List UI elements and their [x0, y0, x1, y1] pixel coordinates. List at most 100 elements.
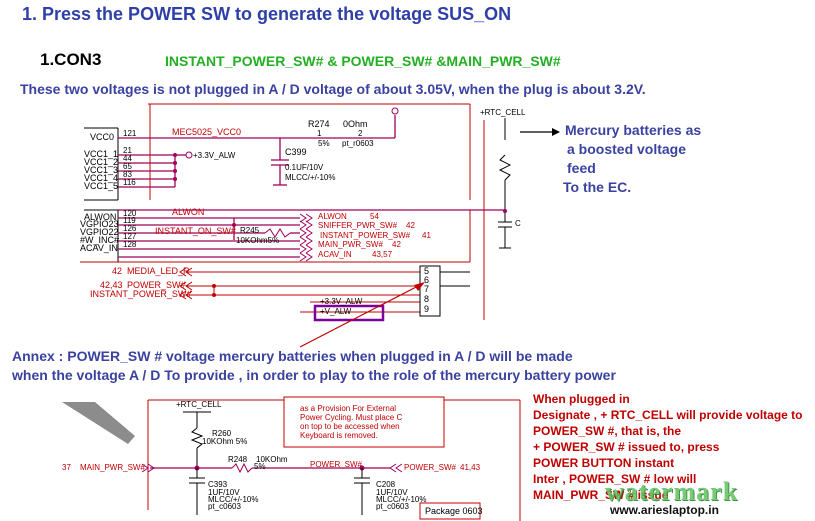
r260-ref: R260 — [212, 429, 232, 438]
provision-note-line: as a Provision For External — [300, 404, 397, 413]
pin-vcc1-1: VCC1_1 — [84, 149, 119, 159]
c399-type: MLCC/+/-10% — [285, 173, 336, 182]
out-power-sw-ref: 41,43 — [460, 463, 481, 472]
conn-pin-7: 7 — [424, 284, 430, 294]
net-mec5025: MEC5025_VCC0 — [172, 127, 242, 137]
mercury-note-line: feed — [567, 160, 596, 176]
cap-c-label: C — [515, 219, 521, 228]
signal-names: INSTANT_POWER_SW# & POWER_SW# &MAIN_PWR_… — [165, 53, 561, 69]
main-pwr-ref: 37 — [62, 463, 71, 472]
r274-pin2: 2 — [358, 129, 363, 138]
plugged-in-note-line: Designate , + RTC_CELL will provide volt… — [533, 408, 803, 422]
c208-type: MLCC/+/-10% — [376, 495, 427, 504]
pin-acav-in: ACAV_IN — [80, 243, 118, 253]
mercury-note-line: Mercury batteries as — [565, 122, 702, 138]
r274-pin1: 1 — [317, 129, 322, 138]
r274-package: pt_r0603 — [342, 139, 374, 148]
net-rtc-cell-top: +RTC_CELL — [480, 108, 526, 117]
c393-value: 1UF/10V — [208, 488, 240, 497]
power-sw-ref: 42,43 — [100, 280, 123, 290]
pin-vcc1-3: VCC1_3 — [84, 165, 119, 175]
r260-value: 10KOhm 5% — [202, 437, 248, 446]
connector-label: 1.CON3 — [40, 50, 102, 69]
pin-vcc1-5: VCC1_5 — [84, 181, 119, 191]
plugged-in-note-line: POWER_SW #, that is, the — [533, 424, 682, 438]
pin-vgpio22: VGPIO22 — [80, 227, 119, 237]
net-media-led: MEDIA_LED_R — [127, 266, 190, 276]
net-rtc-cell-bottom: +RTC_CELL — [176, 400, 222, 409]
c393-type: MLCC/+/-10% — [208, 495, 259, 504]
website-url: www.arieslaptop.in — [610, 503, 719, 517]
pin-num-128: 128 — [123, 240, 137, 249]
net-v-alw: +V_ALW — [320, 307, 352, 316]
net-power-sw-bottom: POWER_SW# — [310, 460, 363, 469]
c393-ref: C393 — [208, 480, 228, 489]
mercury-note-line: To the EC. — [563, 179, 632, 195]
watermark: watermark — [605, 477, 739, 506]
r248-ref: R248 — [228, 455, 248, 464]
r274-tolerance: 5% — [318, 139, 330, 148]
out-alwon: ALWON — [318, 212, 347, 221]
annex-line: Annex : POWER_SW # voltage mercury batte… — [12, 348, 573, 364]
voltage-description: These two voltages is not plugged in A /… — [20, 81, 646, 97]
pin-num-21: 21 — [123, 146, 132, 155]
c399-value: 0.1UF/10V — [285, 163, 324, 172]
pin-num-120: 120 — [123, 209, 137, 218]
out-sniffer: SNIFFER_PWR_SW# — [318, 221, 398, 230]
r248-tolerance: 5% — [254, 462, 266, 471]
provision-note: as a Provision For External Power Cyclin… — [300, 404, 402, 440]
out-instant-ref: 41 — [422, 231, 431, 240]
pin-vcc1-4: VCC1_4 — [84, 173, 119, 183]
plugged-in-note-line: When plugged in — [533, 392, 630, 406]
out-acav-ref: 43,57 — [372, 250, 393, 259]
net-main-pwr-bottom: MAIN_PWR_SW# — [80, 463, 145, 472]
pin-num-116: 116 — [123, 178, 136, 187]
provision-note-line: Power Cycling. Must place C — [300, 413, 403, 422]
pin-num-83: 83 — [123, 170, 132, 179]
r245-value: 10KOhm5% — [236, 236, 280, 245]
pin-alwon: ALWON — [84, 212, 117, 222]
pin-vcc0: VCC0 — [90, 132, 115, 142]
out-main-pwr: MAIN_PWR_SW# — [318, 240, 383, 249]
plugged-in-note-line: MAIN_PWR_SW # issue — [533, 488, 669, 502]
r248-value: 10KOhm — [256, 455, 288, 464]
provision-note-line: Keyboard is removed. — [300, 431, 378, 440]
c208-package: pt_c0603 — [376, 502, 409, 511]
pin-vcc1-2: VCC1_2 — [84, 157, 119, 167]
annex-note: Annex : POWER_SW # voltage mercury batte… — [12, 347, 712, 385]
pin-w-inc: #W_INC# — [80, 235, 120, 245]
media-ref: 42 — [112, 266, 123, 276]
mercury-note-line: a boosted voltage — [567, 141, 687, 157]
mercury-note: Mercury batteries as a boosted voltage f… — [563, 121, 765, 197]
c208-ref: C208 — [376, 480, 396, 489]
out-sniffer-ref: 42 — [406, 221, 415, 230]
r245-ref: R245 — [240, 226, 260, 235]
r274-value: 0Ohm — [343, 119, 368, 129]
package-label: Package 0603 — [425, 506, 483, 516]
annex-line: when the voltage A / D To provide , in o… — [12, 367, 616, 383]
c399-ref: C399 — [285, 147, 307, 157]
conn-pin-5: 5 — [424, 266, 430, 276]
c208-value: 1UF/10V — [376, 488, 408, 497]
net-power-sw: POWER_SW# — [127, 280, 186, 290]
pin-num-127: 127 — [123, 232, 137, 241]
pin-num-119: 119 — [123, 216, 136, 225]
plugged-in-note-line: + POWER_SW # issued to, press — [533, 440, 720, 454]
provision-note-line: on top to be accessed when — [300, 422, 400, 431]
r274-ref: R274 — [308, 119, 330, 129]
pin-num-44: 44 — [123, 154, 132, 163]
page-title: 1. Press the POWER SW to generate the vo… — [22, 4, 512, 24]
plugged-in-note-line: POWER BUTTON instant — [533, 456, 675, 470]
out-instant-power: INSTANT_POWER_SW# — [320, 231, 411, 240]
conn-pin-6: 6 — [424, 275, 430, 285]
c393-package: pt_c0603 — [208, 502, 241, 511]
out-alwon-ref: 54 — [370, 212, 379, 221]
net-3v3-alw: +3.3V_ALW — [193, 151, 236, 160]
plugged-in-note-line: Inter , POWER_SW # low will — [533, 472, 697, 486]
conn-pin-9: 9 — [424, 304, 430, 314]
out-main-ref: 42 — [392, 240, 401, 249]
out-acav: ACAV_IN — [318, 250, 352, 259]
pin-num-65: 65 — [123, 162, 132, 171]
